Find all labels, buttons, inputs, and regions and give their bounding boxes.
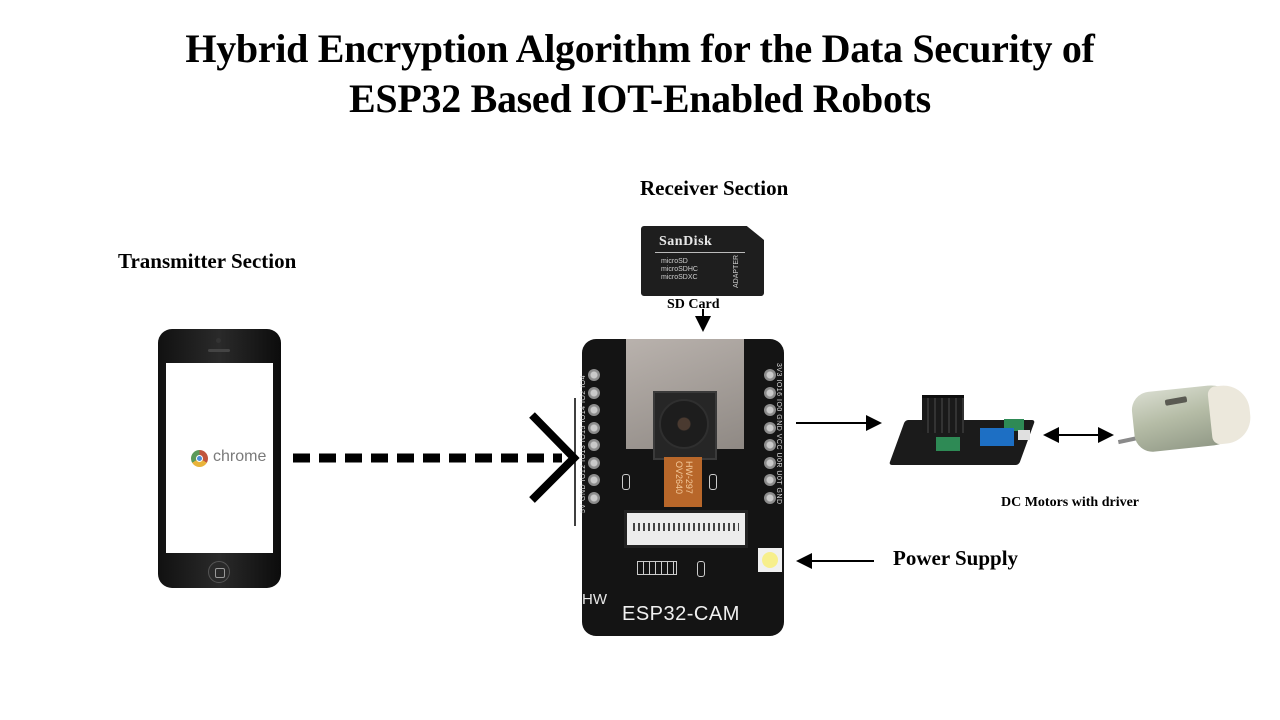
smd-component xyxy=(622,474,630,490)
smd-component xyxy=(697,561,705,577)
receiver-section-label: Receiver Section xyxy=(640,176,789,200)
camera-lens-icon xyxy=(659,399,709,449)
wireless-arrow-head-icon xyxy=(529,412,580,503)
resistor-array xyxy=(637,561,677,575)
pin xyxy=(588,386,600,399)
pin xyxy=(588,491,600,504)
pin xyxy=(764,439,776,451)
motor-driver-heatsink xyxy=(922,395,964,433)
pin xyxy=(764,369,776,381)
pin xyxy=(588,456,600,469)
power-supply-label: Power Supply xyxy=(893,546,1019,570)
pin xyxy=(588,421,600,434)
flash-led xyxy=(758,548,782,572)
phone-screen: chrome xyxy=(166,363,273,553)
sd-card-types: microSD microSDHC microSDXC xyxy=(661,258,698,281)
right-pin-labels: 3V3 IO16 IO0 GND VCC U0R U0T GND xyxy=(775,363,782,505)
right-pin-header xyxy=(764,369,778,509)
pin xyxy=(764,421,776,434)
smd-component xyxy=(709,474,717,490)
phone-camera-icon xyxy=(216,338,221,343)
pin xyxy=(588,404,600,416)
chrome-app-label: chrome xyxy=(213,448,267,465)
camera-module xyxy=(653,391,717,460)
smartphone-image: chrome xyxy=(158,329,281,588)
pin xyxy=(764,404,776,416)
pin xyxy=(764,456,776,469)
sd-card-label: SD Card xyxy=(667,297,720,312)
camera-connector xyxy=(624,510,748,548)
diagram-title: Hybrid Encryption Algorithm for the Data… xyxy=(0,24,1280,124)
pin xyxy=(588,474,600,486)
pin xyxy=(588,439,600,451)
connector-header xyxy=(1018,430,1030,440)
pin xyxy=(764,474,776,486)
esp32-cam-board: HW-297 OV2640 5V GND IO12 IO13 IO15 IO14… xyxy=(580,339,784,636)
left-pin-header xyxy=(588,369,602,509)
board-vendor-label: HW xyxy=(582,591,607,608)
board-model-label: ESP32-CAM xyxy=(622,603,740,625)
sd-card-divider xyxy=(655,252,745,253)
pin xyxy=(764,386,776,399)
camera-flex-cable: HW-297 OV2640 xyxy=(664,457,702,507)
sd-card-image: SanDisk microSD microSDHC microSDXC ADAP… xyxy=(641,226,764,296)
terminal-block xyxy=(980,428,1014,446)
sd-card-brand: SanDisk xyxy=(659,234,713,249)
phone-home-button xyxy=(208,561,230,583)
pin xyxy=(588,369,600,381)
chrome-logo-icon xyxy=(191,450,208,467)
title-line-2: ESP32 Based IOT-Enabled Robots xyxy=(349,76,931,121)
title-line-1: Hybrid Encryption Algorithm for the Data… xyxy=(185,26,1095,71)
phone-speaker xyxy=(208,349,230,352)
terminal-block xyxy=(936,437,960,451)
transmitter-section-label: Transmitter Section xyxy=(118,249,297,273)
pin xyxy=(764,491,776,504)
motors-label: DC Motors with driver xyxy=(1001,495,1140,510)
